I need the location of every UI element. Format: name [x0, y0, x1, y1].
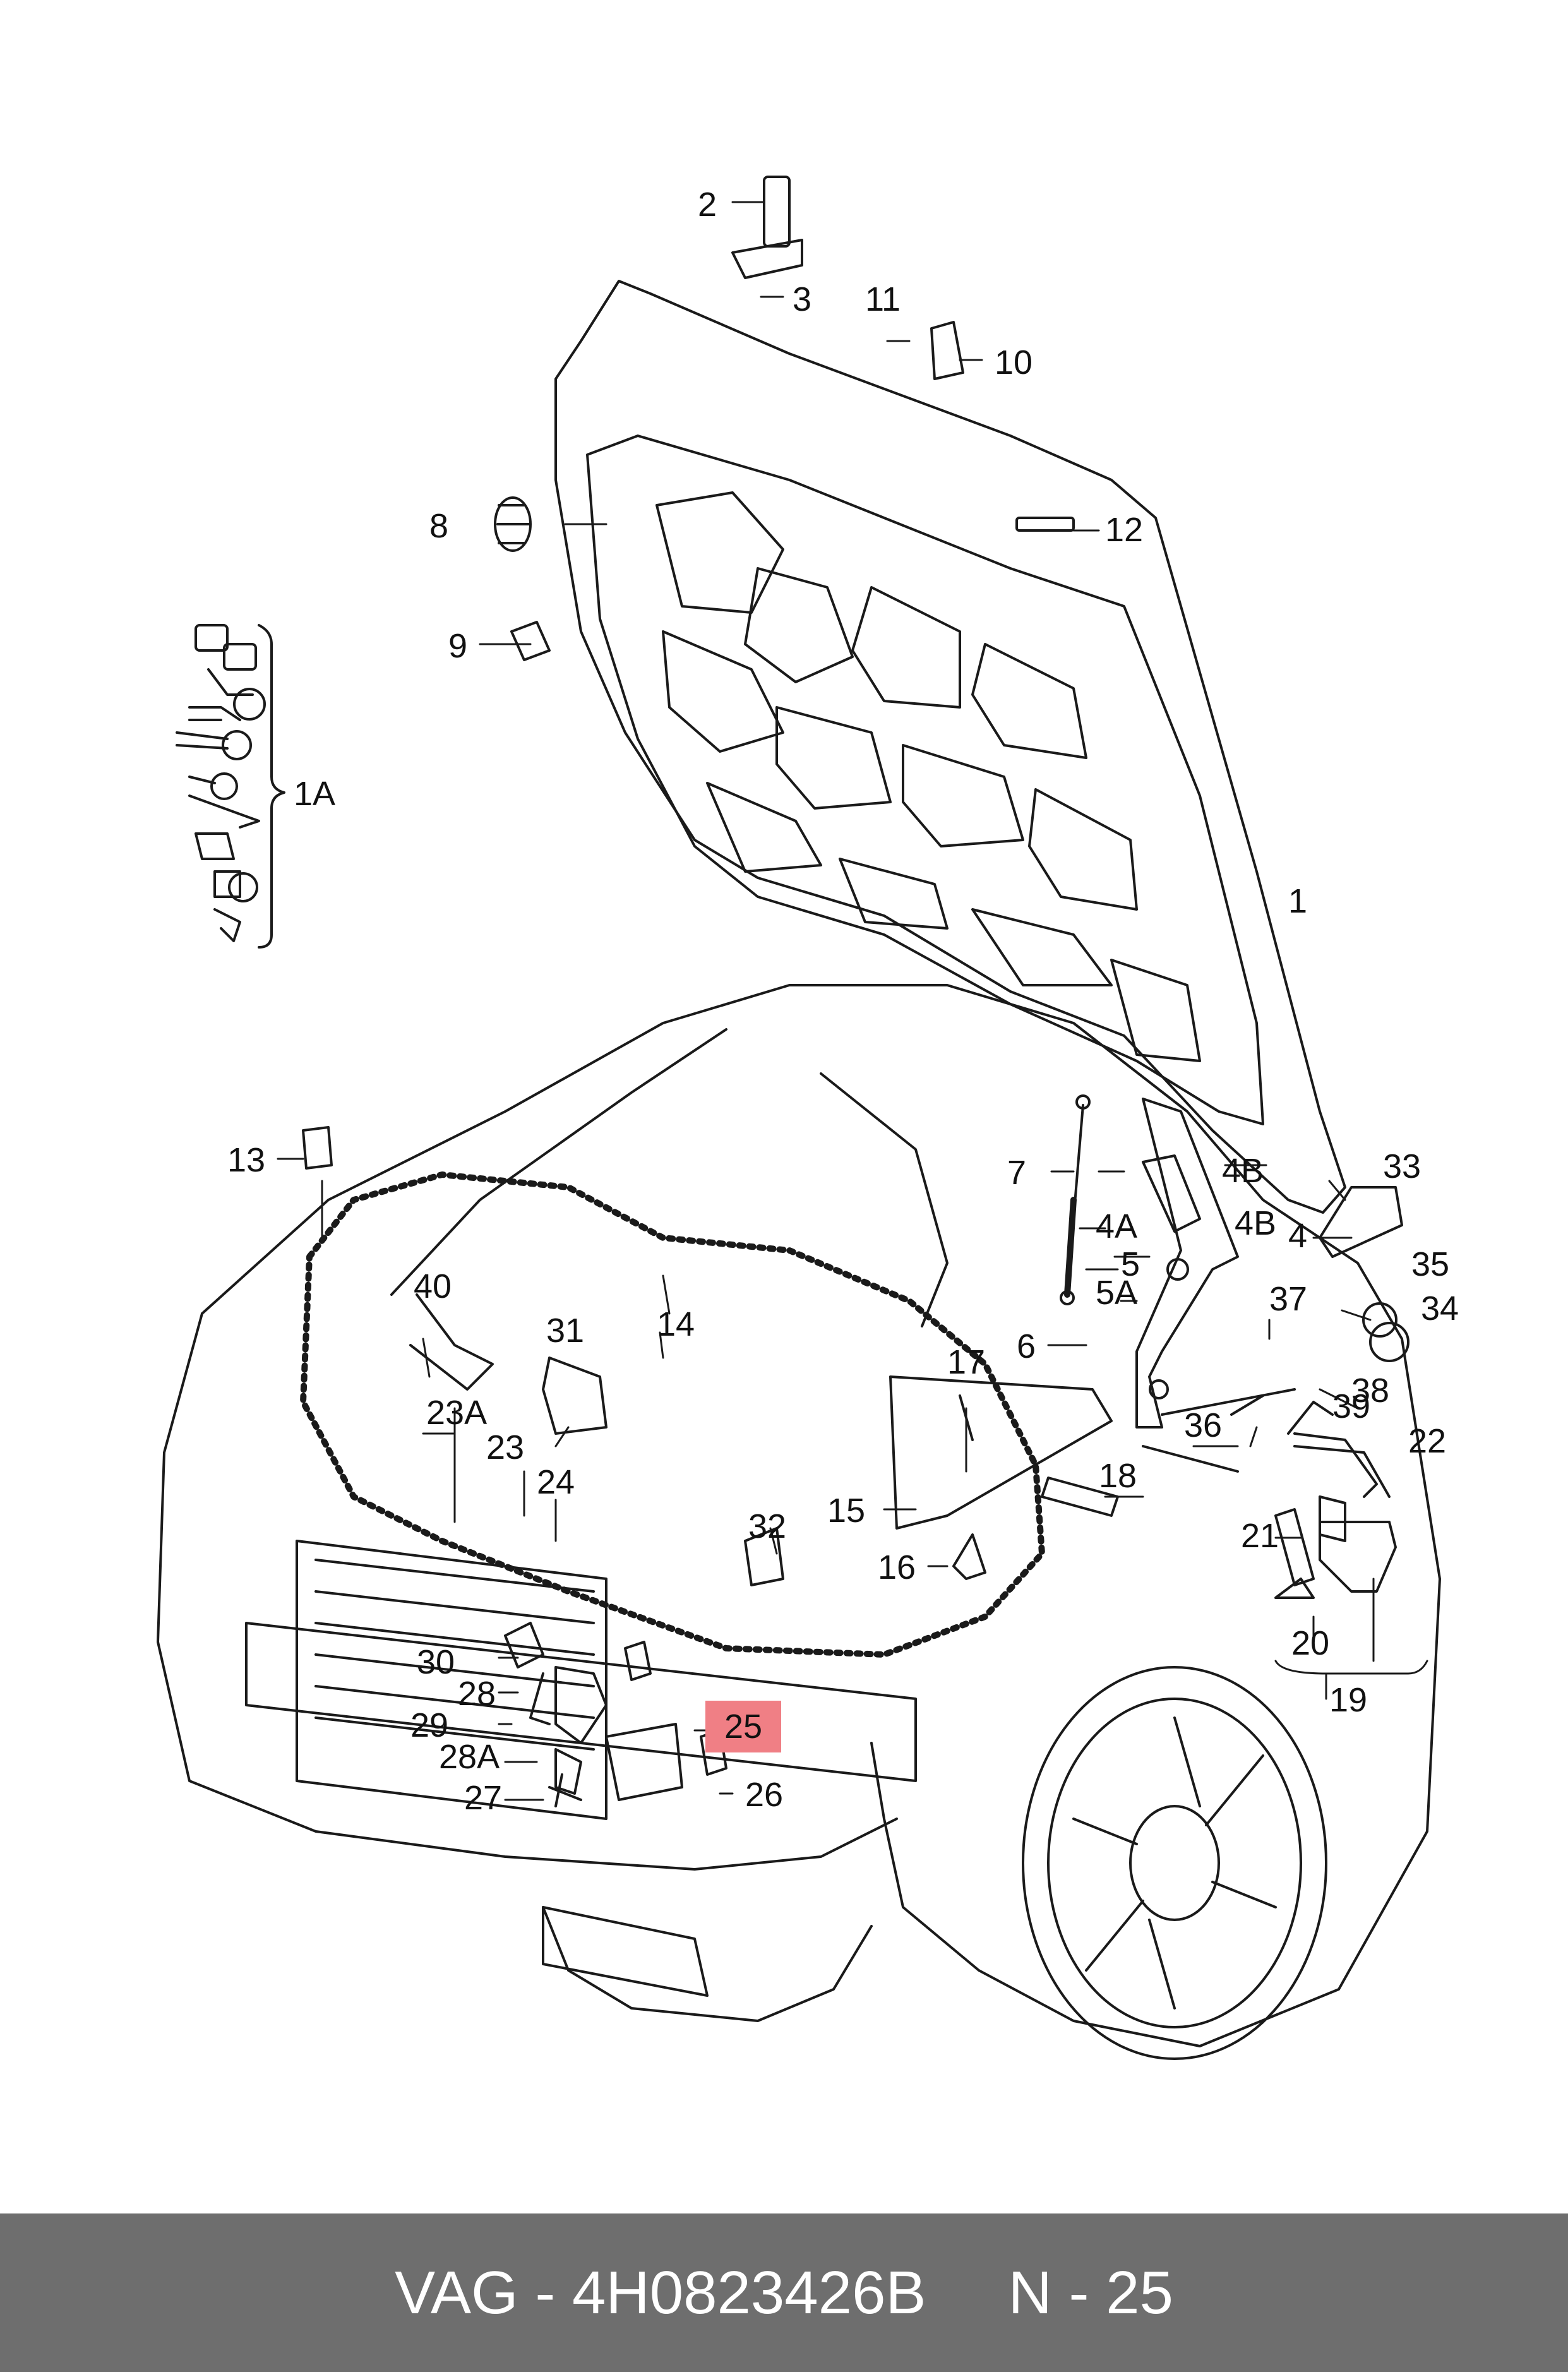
fastener-set [176, 624, 285, 949]
callout-8: 8 [429, 507, 449, 545]
footer-diagram-ref: N - 25 [1008, 2258, 1173, 2327]
callout-3: 3 [793, 280, 812, 318]
callout-34: 34 [1421, 1290, 1459, 1327]
callout-4A: 4A [1096, 1207, 1138, 1245]
callout-32: 32 [748, 1507, 787, 1545]
callout-17: 17 [947, 1343, 986, 1381]
leader-lines [277, 201, 1428, 1801]
callout-23A: 23A [426, 1394, 488, 1432]
callout-15: 15 [827, 1492, 866, 1530]
front-wheel [1022, 1666, 1327, 2060]
callout-21: 21 [1241, 1517, 1279, 1555]
callout-38: 38 [1351, 1372, 1390, 1410]
footer-part-number: VAG - 4H0823426B [395, 2258, 926, 2327]
callout-20: 20 [1291, 1624, 1330, 1662]
callout-24: 24 [537, 1463, 575, 1501]
callout-16: 16 [878, 1548, 916, 1586]
callout-35: 35 [1411, 1245, 1450, 1283]
callout-18: 18 [1099, 1457, 1137, 1495]
callout-33: 33 [1383, 1147, 1421, 1185]
callout-40: 40 [414, 1267, 452, 1305]
callout-28A: 28A [439, 1738, 500, 1776]
callout-30: 30 [417, 1643, 455, 1681]
callout-25-highlighted: 25 [705, 1701, 782, 1752]
callout-37: 37 [1269, 1280, 1308, 1318]
callout-26: 26 [745, 1776, 784, 1814]
callout-27: 27 [464, 1779, 503, 1817]
callout-2: 2 [698, 186, 717, 224]
callout-31: 31 [546, 1312, 585, 1350]
hood-panel [554, 280, 1346, 1214]
callout-5A: 5A [1096, 1274, 1138, 1312]
callout-28: 28 [458, 1675, 496, 1713]
callout-22: 22 [1408, 1422, 1447, 1460]
callout-4B-upper: 4B [1222, 1152, 1264, 1190]
callout-23: 23 [486, 1429, 525, 1466]
callout-36: 36 [1184, 1406, 1223, 1444]
callout-14: 14 [657, 1305, 695, 1343]
callout-5: 5 [1121, 1245, 1140, 1283]
car-body [157, 984, 1441, 2047]
callout-4: 4 [1288, 1217, 1308, 1255]
callout-29: 29 [410, 1706, 449, 1744]
part-number-footer: VAG - 4H0823426B N - 25 [0, 2213, 1568, 2372]
hood-hinge [1135, 1098, 1239, 1429]
callout-1: 1 [1288, 882, 1308, 920]
parts-line-art [157, 176, 1441, 2060]
callout-13: 13 [227, 1141, 266, 1179]
callout-39: 39 [1332, 1387, 1371, 1425]
callout-10: 10 [995, 344, 1033, 381]
callout-11: 11 [865, 280, 901, 318]
callout-9: 9 [448, 627, 468, 665]
radiator-area [245, 1540, 917, 1997]
gas-strut [1060, 1094, 1091, 1305]
callout-1A: 1A [294, 775, 336, 813]
callout-19: 19 [1329, 1681, 1368, 1719]
callout-4B-lower: 4B [1235, 1204, 1277, 1242]
callout-6: 6 [1017, 1327, 1036, 1365]
callout-7: 7 [1007, 1154, 1027, 1192]
callout-12: 12 [1105, 511, 1144, 549]
